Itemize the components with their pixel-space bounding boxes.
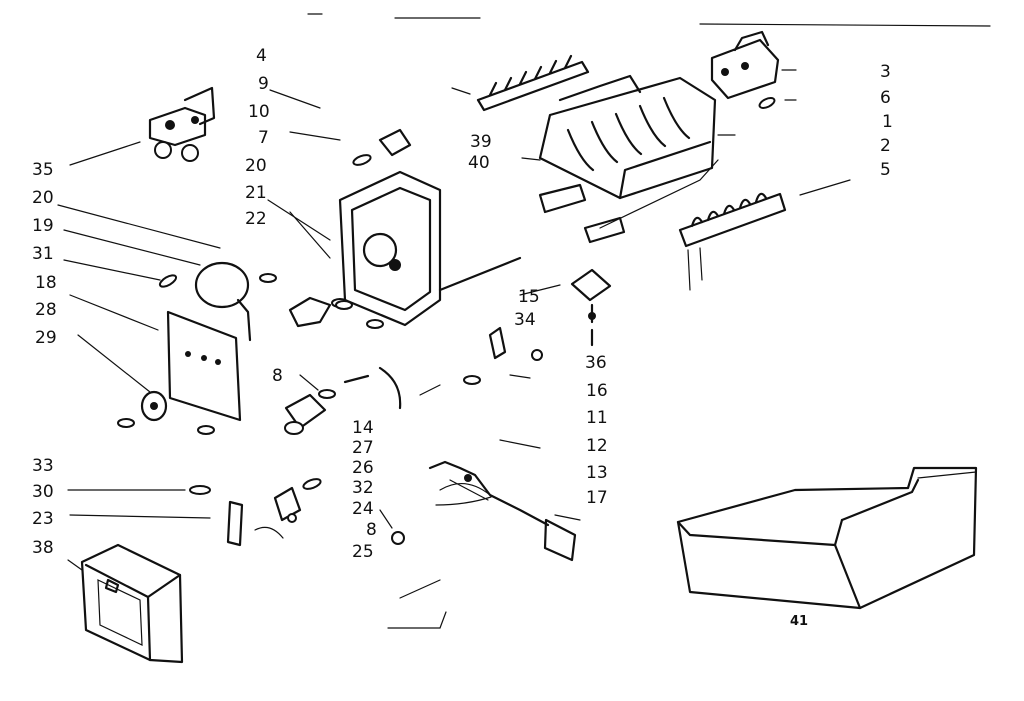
- callout-8-lower: 8: [366, 520, 377, 540]
- callout-15: 15: [518, 287, 540, 307]
- callout-39: 39: [470, 132, 492, 152]
- mounting-plate-part-18: [117, 310, 242, 435]
- callout-24: 24: [352, 499, 374, 519]
- wiring-harness-part-17: [428, 460, 577, 562]
- callout-25: 25: [352, 542, 374, 562]
- small-parts-lower: [189, 478, 405, 547]
- callout-28: 28: [35, 300, 57, 320]
- callout-18: 18: [35, 273, 57, 293]
- switch-part-14: [284, 366, 402, 435]
- callout-9: 9: [258, 74, 269, 94]
- cover-part-38: [80, 543, 184, 664]
- callout-5: 5: [880, 160, 891, 180]
- callout-21: 21: [245, 183, 267, 203]
- callout-8-middle: 8: [272, 366, 283, 386]
- callout-17: 17: [586, 488, 608, 508]
- callout-20-left: 20: [32, 188, 54, 208]
- callout-33: 33: [32, 456, 54, 476]
- callout-31: 31: [32, 244, 54, 264]
- stripper-part-5: [678, 192, 787, 291]
- callout-19: 19: [32, 216, 54, 236]
- callout-16: 16: [586, 381, 608, 401]
- callout-38: 38: [32, 538, 54, 558]
- ice-bucket-part-41: [676, 466, 978, 610]
- callout-27: 27: [352, 438, 374, 458]
- motor-part-19: [194, 261, 277, 342]
- callout-41: 41: [790, 614, 809, 629]
- callout-2: 2: [880, 136, 891, 156]
- callout-11: 11: [586, 408, 608, 428]
- callout-7: 7: [258, 128, 269, 148]
- callout-32: 32: [352, 478, 374, 498]
- callout-13: 13: [586, 463, 608, 483]
- bracket-part-15: [463, 268, 612, 385]
- callout-36: 36: [585, 353, 607, 373]
- callout-1: 1: [882, 112, 893, 132]
- callout-26: 26: [352, 458, 374, 478]
- small-parts-upper: [352, 128, 412, 166]
- thermostat-part-3: [710, 30, 780, 109]
- callout-12: 12: [586, 436, 608, 456]
- callout-14: 14: [352, 418, 374, 438]
- callout-40: 40: [468, 153, 490, 173]
- callout-3: 3: [880, 62, 891, 82]
- callout-34: 34: [514, 310, 536, 330]
- motor-housing: [331, 170, 522, 329]
- callout-4: 4: [256, 46, 267, 66]
- callout-30: 30: [32, 482, 54, 502]
- callout-20-upper: 20: [245, 156, 267, 176]
- callout-23: 23: [32, 509, 54, 529]
- water-valve-part-35: [148, 86, 216, 162]
- callout-35: 35: [32, 160, 54, 180]
- ejector-blade-top: [476, 54, 590, 112]
- lever-part-22: [288, 296, 353, 328]
- callout-22: 22: [245, 209, 267, 229]
- callout-6: 6: [880, 88, 891, 108]
- ice-mold-part-1: [538, 74, 719, 244]
- callout-29: 29: [35, 328, 57, 348]
- callout-10: 10: [248, 102, 270, 122]
